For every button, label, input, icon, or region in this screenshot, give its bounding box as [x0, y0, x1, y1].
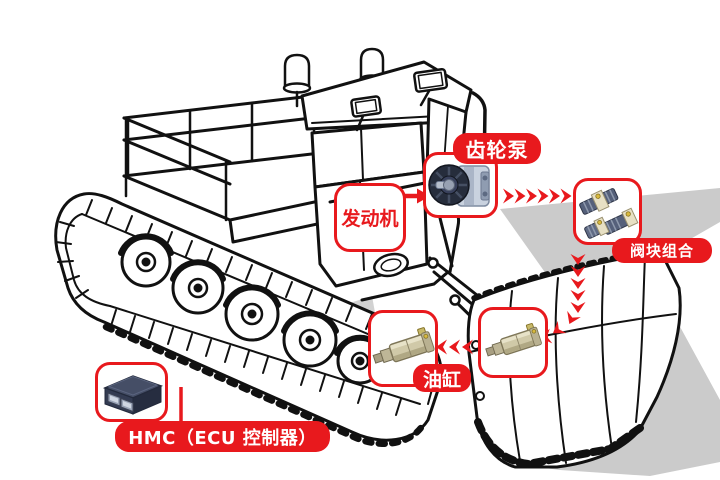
- gear-pump-icon: [427, 164, 490, 207]
- ecu-controller-icon: [102, 375, 163, 415]
- gear-pump-label: 齿轮泵: [453, 133, 541, 164]
- valve-block-callout: [573, 178, 642, 245]
- hmc-ecu-label: HMC（ECU 控制器）: [115, 421, 330, 452]
- arrow-pump-to-valve: [503, 188, 572, 204]
- hydraulic-cylinder-icon: [372, 326, 435, 364]
- beacon-light-right: [359, 47, 385, 81]
- oil-cylinder-label: 油缸: [413, 364, 471, 392]
- ecu-callout: [95, 362, 168, 422]
- valve-block-icon: [578, 187, 638, 239]
- mirror-left: [350, 95, 382, 118]
- headlight: [373, 252, 409, 278]
- gear-pump-callout: [423, 152, 498, 218]
- engine-label: 发动机: [334, 183, 406, 252]
- mirror-right: [413, 67, 449, 93]
- engine-label-text: 发动机: [341, 208, 399, 230]
- grab-rail: [471, 91, 487, 174]
- cylinder-right-callout: [478, 307, 548, 378]
- arrow-cylinder-to-cylinder: [436, 339, 473, 355]
- valve-block-label: 阀块组合: [612, 238, 712, 263]
- beacon-light-left: [283, 53, 311, 89]
- hydraulic-cylinder-icon: [485, 322, 542, 356]
